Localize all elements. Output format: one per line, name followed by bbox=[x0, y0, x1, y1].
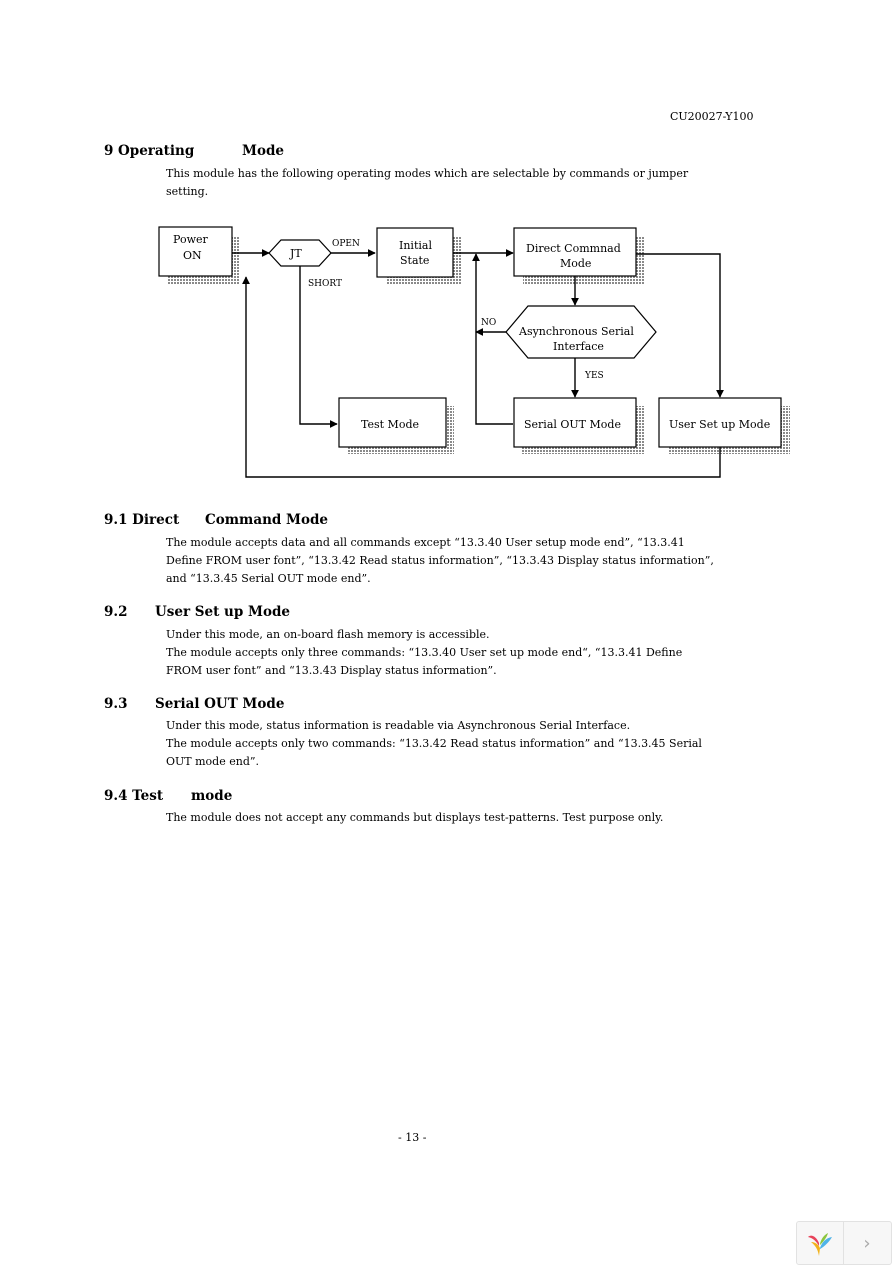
serial-out-mode-box bbox=[513, 397, 637, 448]
document-code: CU20027-Y100 bbox=[670, 110, 754, 123]
section-9-3-paragraph: Under this mode, status information is r… bbox=[166, 717, 702, 771]
section-9-3-number: 9.3 bbox=[104, 696, 128, 712]
paragraph-line: OUT mode end”. bbox=[166, 755, 259, 768]
arrow-direct-to-user-setup bbox=[636, 253, 724, 398]
no-label: NO bbox=[481, 318, 496, 328]
yes-label: YES bbox=[584, 371, 604, 381]
operating-mode-flow-diagram: Power ON JT OPEN SHORT Initial State Dir… bbox=[158, 226, 790, 478]
arrow-jt-short-to-test bbox=[299, 266, 338, 428]
section-9-4-title: mode bbox=[191, 788, 233, 804]
power-on-box bbox=[158, 226, 233, 277]
section-9-3-title: Serial OUT Mode bbox=[155, 696, 285, 712]
section-9-title-word-2: Mode bbox=[242, 143, 284, 159]
direct-label-line-2: Mode bbox=[560, 257, 591, 270]
section-9-4-paragraph: The module does not accept any commands … bbox=[166, 809, 663, 827]
viewer-logo-icon bbox=[797, 1222, 844, 1264]
section-9-2-paragraph: Under this mode, an on-board flash memor… bbox=[166, 626, 682, 680]
paragraph-line: Under this mode, status information is r… bbox=[166, 719, 631, 732]
power-label-line-1: Power bbox=[173, 233, 209, 246]
test-mode-box bbox=[338, 397, 447, 448]
section-9-2-title: User Set up Mode bbox=[155, 604, 290, 620]
section-9-2-number: 9.2 bbox=[104, 604, 128, 620]
paragraph-line: This module has the following operating … bbox=[166, 167, 689, 180]
arrow-serial-back-to-direct bbox=[472, 253, 513, 425]
jt-label: JT bbox=[289, 247, 302, 260]
section-9-paragraph: This module has the following operating … bbox=[166, 165, 688, 201]
paragraph-line: The module accepts only three commands: … bbox=[166, 646, 683, 659]
paragraph-line: The module accepts only two commands: “1… bbox=[166, 737, 702, 750]
paragraph-line: Define FROM user font”, “13.3.42 Read st… bbox=[166, 554, 714, 567]
paragraph-line: The module accepts data and all commands… bbox=[166, 536, 685, 549]
user-setup-mode-box bbox=[658, 397, 782, 448]
paragraph-line: The module does not accept any commands … bbox=[166, 811, 664, 824]
section-9-1-paragraph: The module accepts data and all commands… bbox=[166, 534, 714, 588]
async-serial-interface-decision bbox=[505, 305, 657, 359]
test-mode-label: Test Mode bbox=[361, 418, 419, 431]
short-label: SHORT bbox=[308, 279, 342, 289]
paragraph-line: FROM user font” and “13.3.43 Display sta… bbox=[166, 664, 497, 677]
initial-state-box bbox=[376, 227, 454, 278]
paragraph-line: setting. bbox=[166, 185, 209, 198]
section-9-4-number: 9.4 Test bbox=[104, 788, 164, 804]
chevron-right-icon[interactable]: › bbox=[863, 1232, 871, 1254]
section-9-number: 9 bbox=[104, 143, 114, 159]
section-9-1-title-word-2: Mode bbox=[286, 512, 328, 528]
viewer-nav-widget: › bbox=[796, 1221, 892, 1265]
power-label-line-2: ON bbox=[183, 249, 202, 262]
initial-label-line-1: Initial bbox=[399, 239, 432, 252]
paragraph-line: and “13.3.45 Serial OUT mode end”. bbox=[166, 572, 371, 585]
section-9-1-number: 9.1 Direct bbox=[104, 512, 180, 528]
async-label-line-2: Interface bbox=[553, 340, 604, 353]
arrow-user-setup-to-power bbox=[242, 276, 721, 478]
jt-jumper-hexagon bbox=[268, 239, 332, 267]
serial-out-label: Serial OUT Mode bbox=[524, 418, 621, 431]
page-number: - 13 - bbox=[398, 1131, 427, 1144]
section-9-title-word-1: Operating bbox=[118, 143, 195, 159]
direct-command-mode-box bbox=[513, 227, 637, 277]
async-label-line-1: Asynchronous Serial bbox=[518, 325, 634, 338]
initial-label-line-2: State bbox=[400, 254, 429, 267]
user-setup-label: User Set up Mode bbox=[669, 418, 770, 431]
direct-label-line-1: Direct Commnad bbox=[526, 242, 621, 255]
paragraph-line: Under this mode, an on-board flash memor… bbox=[166, 628, 490, 641]
open-label: OPEN bbox=[332, 239, 360, 249]
section-9-1-title-word-1: Command bbox=[205, 512, 282, 528]
